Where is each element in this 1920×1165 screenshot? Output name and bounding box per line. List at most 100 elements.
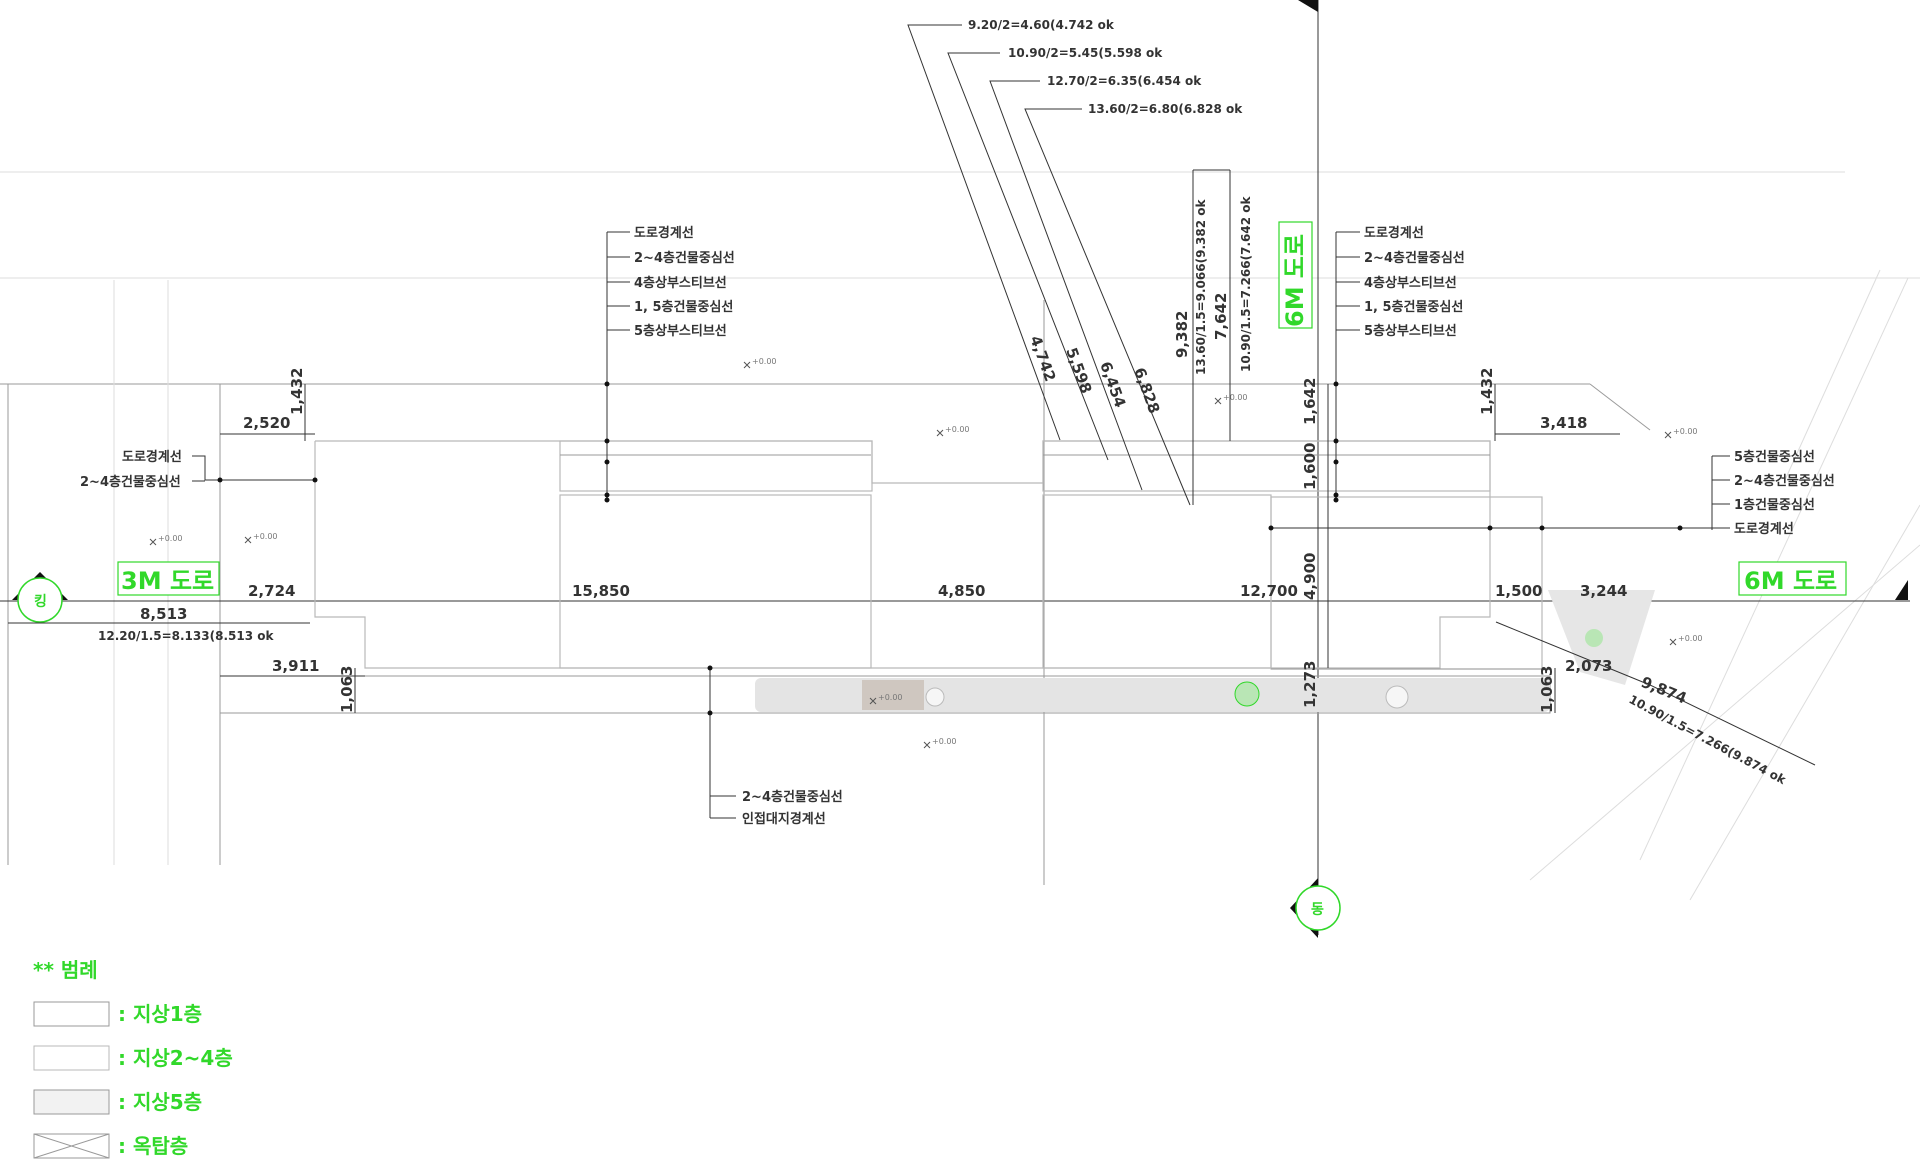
legend-item-2: : 지상2~4층 — [118, 1046, 233, 1070]
leader-right-5: 5층상부스티브선 — [1364, 323, 1457, 339]
leader-right-1: 도로경계선 — [1364, 225, 1424, 241]
west-marker-label: 킹 — [34, 593, 47, 610]
leader-right-2: 2~4층건물중심선 — [1364, 250, 1465, 266]
vertical-formula-2: 10.90/1.5=7.266(7.642 ok — [1239, 196, 1253, 372]
level-mark: +0.00 — [149, 534, 183, 546]
leader-east-4: 도로경계선 — [1734, 521, 1794, 537]
north-road-box — [1278, 221, 1313, 329]
level-mark: +0.00 — [936, 425, 970, 437]
leader-left-3: 4층상부스티브선 — [634, 275, 727, 291]
dim-1432-right: 1,432 — [1478, 368, 1496, 415]
formula-1: 9.20/2=4.60(4.742 ok — [968, 18, 1115, 32]
dim-3244: 3,244 — [1580, 582, 1627, 600]
formula-4: 13.60/2=6.80(6.828 ok — [1088, 102, 1243, 116]
leader-west-1: 도로경계선 — [122, 449, 182, 465]
legend: ** 범례 : 지상1층 : 지상2~4층 : 지상5층 : 옥탑층 — [33, 958, 233, 1159]
dim-4850: 4,850 — [938, 582, 985, 600]
svg-text:+0.00: +0.00 — [1678, 634, 1703, 643]
leader-east-2: 2~4층건물중심선 — [1734, 473, 1835, 489]
level-mark: +0.00 — [244, 532, 278, 544]
dim-4900: 4,900 — [1301, 553, 1319, 600]
legend-item-3: : 지상5층 — [118, 1090, 202, 1114]
legend-title: ** 범례 — [33, 958, 98, 982]
dim-1642: 1,642 — [1301, 378, 1319, 425]
svg-text:+0.00: +0.00 — [1673, 427, 1698, 436]
leader-left-4: 1, 5층건물중심선 — [634, 299, 733, 315]
svg-text:+0.00: +0.00 — [932, 737, 957, 746]
south-marker-label: 동 — [1311, 902, 1324, 918]
west-axis-marker: 킹 — [12, 572, 68, 623]
formula-3: 12.70/2=6.35(6.454 ok — [1047, 74, 1202, 88]
diag-dim-2: 5,598 — [1062, 345, 1095, 396]
leader-east-3: 1층건물중심선 — [1734, 497, 1815, 513]
leader-left-1: 도로경계선 — [634, 225, 694, 241]
svg-text:+0.00: +0.00 — [158, 534, 183, 543]
dim-1500: 1,500 — [1495, 582, 1542, 600]
axis-lines — [0, 0, 1910, 935]
leader-group-left — [604, 231, 630, 503]
dim-1063-left: 1,063 — [338, 666, 356, 713]
leader-right-4: 1, 5층건물중심선 — [1364, 299, 1463, 315]
diag-dim-4: 6,828 — [1130, 365, 1163, 416]
east-road-label: 6M 도로 — [1744, 567, 1837, 595]
diag-dim-3: 6,454 — [1096, 359, 1129, 410]
dimension-lines — [8, 384, 1816, 766]
building-outline — [219, 440, 1551, 714]
dim-2073: 2,073 — [1565, 657, 1612, 675]
formula-8513: 12.20/1.5=8.133(8.513 ok — [98, 629, 274, 643]
leader-group-south — [707, 665, 736, 819]
dim-3418: 3,418 — [1540, 414, 1587, 432]
leader-south-1: 2~4층건물중심선 — [742, 789, 843, 805]
legend-swatch-rooftop-x2 — [33, 1133, 110, 1159]
legend-swatch-5f — [33, 1089, 110, 1115]
leader-group-right — [1333, 231, 1360, 503]
west-road-box — [117, 561, 220, 596]
leader-group-east — [1268, 455, 1730, 531]
leader-left-5: 5층상부스티브선 — [634, 323, 727, 339]
level-mark: +0.00 — [743, 357, 777, 369]
leader-group-west — [192, 455, 318, 483]
vertical-dim-2: 7,642 — [1212, 293, 1230, 340]
dim-1063-right: 1,063 — [1538, 666, 1556, 713]
dim-2520: 2,520 — [243, 414, 290, 432]
north-axis-marker — [1298, 0, 1318, 12]
north-road-label: 6M 도로 — [1281, 234, 1309, 327]
svg-text:+0.00: +0.00 — [1223, 393, 1248, 402]
level-mark: +0.00 — [923, 737, 957, 749]
leader-south-2: 인접대지경계선 — [742, 811, 826, 827]
dim-3911: 3,911 — [272, 657, 319, 675]
dim-12700: 12,700 — [1240, 582, 1298, 600]
top-formula-leaders — [907, 24, 1231, 506]
leader-west-2: 2~4층건물중심선 — [80, 474, 181, 490]
dim-2724: 2,724 — [248, 582, 295, 600]
level-marks: +0.00 +0.00 +0.00 +0.00 +0.00 +0.00 +0.0… — [149, 357, 1703, 749]
vertical-dim-1: 9,382 — [1173, 311, 1191, 358]
legend-swatch-2-4f — [33, 1045, 110, 1071]
vertical-formula-1: 13.60/1.5=9.066(9.382 ok — [1194, 199, 1208, 375]
east-road-box — [1738, 561, 1847, 596]
leader-left-2: 2~4층건물중심선 — [634, 250, 735, 266]
level-mark: +0.00 — [1664, 427, 1698, 439]
svg-text:+0.00: +0.00 — [752, 357, 777, 366]
dim-1273: 1,273 — [1301, 661, 1319, 708]
diag-dim-1: 4,742 — [1026, 333, 1059, 384]
legend-item-1: : 지상1층 — [118, 1002, 202, 1026]
level-mark: +0.00 — [869, 693, 903, 705]
leader-right-3: 4층상부스티브선 — [1364, 275, 1457, 291]
dim-15850: 15,850 — [572, 582, 630, 600]
landscape-strip — [755, 590, 1655, 712]
svg-text:+0.00: +0.00 — [878, 693, 903, 702]
dim-8513: 8,513 — [140, 605, 187, 623]
dim-1432-left: 1,432 — [288, 368, 306, 415]
south-axis-marker: 동 — [1290, 878, 1341, 938]
road-lines — [0, 171, 1920, 901]
legend-swatch-1f — [33, 1001, 110, 1027]
formula-9874: 10.90/1.5=7.266(9.874 ok — [1627, 692, 1789, 787]
level-mark: +0.00 — [1669, 634, 1703, 646]
east-axis-marker — [1895, 580, 1908, 600]
svg-text:+0.00: +0.00 — [253, 532, 278, 541]
formula-2: 10.90/2=5.45(5.598 ok — [1008, 46, 1163, 60]
level-mark: +0.00 — [1214, 393, 1248, 405]
